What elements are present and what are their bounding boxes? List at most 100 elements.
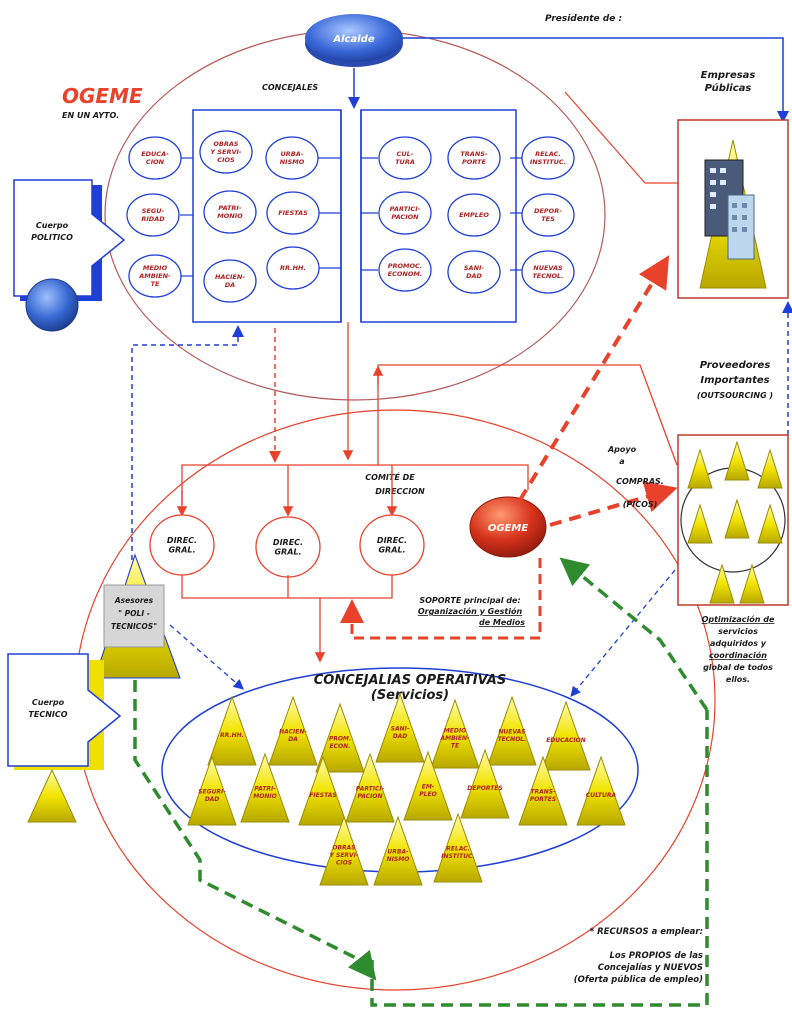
node-label: MONIO	[217, 212, 243, 220]
direc-gral-node: DIREC.GRAL.	[255, 516, 321, 578]
node-label: PROMOC.	[388, 262, 423, 270]
asesores-to-operativas-dashed	[169, 624, 244, 690]
soporte-line3: de Medios	[479, 618, 525, 627]
operativa-node: CULTURA	[576, 755, 626, 826]
alcalde-label: Alcalde	[332, 34, 374, 45]
cuerpo-tecnico-line2: TECNICO	[28, 710, 67, 719]
optimizacion-text: Optimización de servicios adquiridos y c…	[702, 614, 775, 684]
recursos-line2: Los PROPIOS de las	[610, 951, 704, 961]
comite-line2: DIRECCION	[375, 487, 425, 496]
node-label: NISMO	[387, 856, 410, 863]
apoyo-line1: Apoyo	[607, 445, 637, 454]
building-icon	[704, 159, 755, 260]
node-label: GRAL.	[378, 545, 405, 554]
proveedores-to-operativas-dashed	[570, 569, 676, 698]
operativa-node: URBA-NISMO	[373, 815, 423, 886]
proveedores-line1: Proveedores	[700, 360, 771, 371]
node-label: PLEO	[419, 791, 436, 798]
alcalde-to-empresas-line	[403, 37, 789, 123]
node-label: TRANS-	[460, 150, 488, 158]
cuerpo-tecnico: Cuerpo TECNICO	[7, 653, 122, 823]
node-label: TES	[541, 215, 555, 223]
node-label: RIDAD	[141, 215, 165, 223]
empresas-publicas-box	[677, 119, 789, 299]
node-label: MEDIO	[444, 728, 466, 735]
operativa-node: EDUCACION	[541, 700, 591, 771]
operativa-node: PARTICI-PACION	[345, 752, 395, 823]
node-label: DIREC.	[273, 538, 303, 547]
node-label: PORTE	[462, 158, 486, 166]
node-label: CION	[146, 158, 165, 166]
node-label: TECNOL.	[532, 272, 563, 280]
node-label: INSTITUC.	[441, 853, 475, 860]
ogeme-node: OGEME	[469, 496, 547, 558]
operativa-node: RELAC.INSTITUC.	[433, 812, 483, 883]
operativa-node: SANI-DAD	[375, 692, 425, 763]
node-label: DEPORTES	[467, 785, 502, 792]
node-label: NUEVAS	[533, 264, 563, 272]
concejal-node: PROMOC.ECONOM.	[378, 248, 432, 292]
recursos-line3: Concejalías y NUEVOS	[598, 963, 703, 973]
node-label: EDUCA-	[141, 150, 169, 158]
soporte-dashed-loop	[340, 558, 542, 640]
node-label: RR.HH.	[280, 264, 306, 272]
ogeme-title: OGEME	[62, 84, 143, 108]
direc-bottom-bar	[181, 575, 393, 599]
node-label: NUEVAS	[498, 728, 525, 735]
node-label: CIOS	[217, 156, 235, 164]
recursos-line1: * RECURSOS a emplear:	[590, 927, 703, 937]
empresas-line2: Públicas	[705, 82, 752, 94]
node-label: PROM.	[329, 735, 351, 742]
apoyo-line2: a	[619, 457, 624, 466]
node-label: PATRI-	[254, 785, 276, 792]
node-label: FIESTAS	[278, 209, 308, 217]
node-label: DAD	[393, 733, 408, 740]
node-label: DIREC.	[167, 536, 197, 545]
node-label: CULTURA	[586, 792, 617, 799]
concejal-node: SANI-DAD	[447, 250, 501, 294]
asesores-line3: TECNICOS"	[111, 622, 157, 631]
node-label: SEGU-	[142, 207, 165, 215]
node-label: HACIEN-	[279, 728, 307, 735]
cuerpo-politico-line1: Cuerpo	[36, 221, 69, 230]
node-label: URBA-	[281, 150, 304, 158]
node-label: GRAL.	[168, 545, 195, 554]
comite-bar	[181, 464, 529, 505]
node-label: ECONOM.	[388, 270, 423, 278]
node-label: SANI-	[464, 264, 485, 272]
ogeme-to-empresas-line	[564, 91, 678, 184]
operativa-node: PROM.ECON.	[315, 702, 365, 773]
node-label: AMBIEN-	[439, 735, 470, 742]
proveedor-triangle	[709, 563, 735, 604]
node-label: PACION	[357, 793, 382, 800]
concejal-node: URBA-NISMO	[265, 136, 319, 180]
optimizacion-line3: adquiridos y	[710, 639, 767, 648]
node-label: EM-	[422, 783, 435, 790]
recursos-line4: (Oferta pública de empleo)	[574, 975, 703, 985]
node-label: DEPOR-	[534, 207, 562, 215]
concejales-connectors	[180, 157, 528, 277]
presidente-label: Presidente de :	[545, 14, 622, 24]
proveedor-triangle	[757, 448, 783, 489]
asesores-line2: " POLI -	[118, 609, 150, 618]
operativa-node: HACIEN-DA	[268, 695, 318, 766]
concejal-node: FIESTAS	[266, 191, 320, 235]
concejal-node: RR.HH.	[266, 246, 320, 290]
node-label: MONIO	[253, 793, 276, 800]
recursos-text: * RECURSOS a emplear: Los PROPIOS de las…	[574, 927, 703, 985]
node-label: EDUCACION	[546, 737, 586, 744]
node-label: TRANS-	[530, 788, 556, 795]
concejal-node: PARTICI-PACION	[378, 191, 432, 235]
node-label: GRAL.	[274, 547, 301, 556]
comite-line1: COMITÉ DE	[365, 471, 415, 482]
operativas-title: CONCEJALIAS OPERATIVAS	[314, 673, 506, 688]
node-label: MEDIO	[143, 264, 168, 272]
green-dashed-bottom	[370, 710, 709, 1007]
ogeme-subtitle: EN UN AYTO.	[62, 111, 119, 120]
apoyo-line4: (PICOS)	[623, 500, 658, 509]
node-label: URBA-	[387, 848, 409, 855]
